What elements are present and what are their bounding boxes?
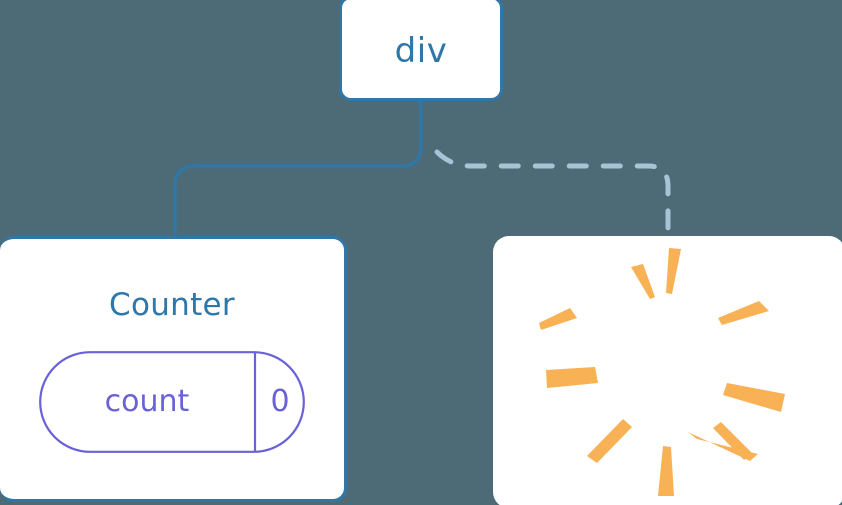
ray-wsw [587, 419, 632, 463]
edge-root-to-burst [434, 149, 671, 240]
state-pill[interactable]: count 0 [39, 351, 305, 453]
ray-nne [631, 264, 655, 299]
state-pill-outline [39, 351, 305, 453]
burst-rays [539, 248, 785, 496]
node-counter[interactable]: Counter count 0 [0, 236, 347, 502]
state-key: count [104, 384, 190, 419]
state-value: 0 [270, 384, 290, 419]
burst-icon [493, 236, 842, 505]
ray-nw [539, 308, 577, 330]
ray-n [666, 248, 681, 294]
node-counter-label: Counter [109, 287, 235, 323]
ray-s [658, 446, 674, 496]
ray-ene [718, 301, 769, 325]
edge-root-to-counter [173, 99, 423, 239]
ray-w [546, 367, 598, 388]
ray-sse [688, 432, 758, 461]
node-burst[interactable] [493, 236, 842, 505]
node-div-label: div [394, 30, 448, 71]
ray-e [723, 383, 785, 412]
node-div[interactable]: div [339, 0, 503, 101]
